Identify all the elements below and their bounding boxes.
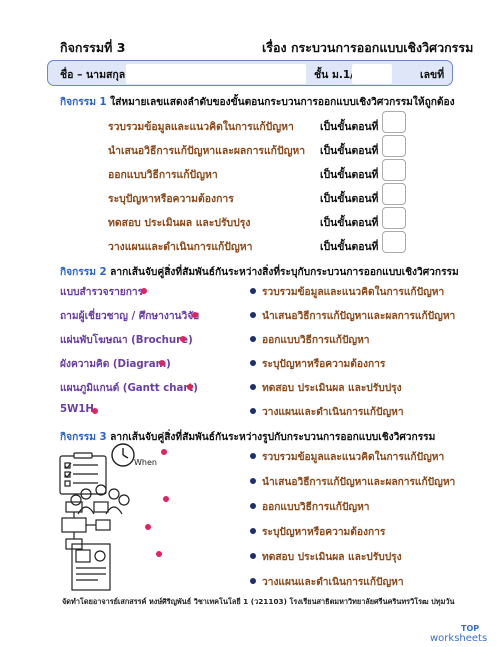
a2-left-2: ถามผู้เชี่ยวชาญ / ศึกษางานวิจัย	[60, 311, 200, 322]
activity3-title: กิจกรรม 3 ลากเส้นจับคู่สิ่งที่สัมพันธ์กั…	[60, 429, 435, 445]
name-bar: ชื่อ – นามสกุล ชั้น ม.1/ เลขที่	[47, 60, 453, 86]
a1-answer-box-1[interactable]	[382, 111, 406, 133]
activity3-illustrations	[59, 443, 135, 591]
a3-right-dot-5[interactable]	[250, 553, 256, 559]
a3-left-dot-1[interactable]	[161, 449, 167, 455]
flowchart-icon	[61, 501, 111, 550]
a1-step-label-5: เป็นขั้นตอนที่	[320, 217, 379, 229]
class-field[interactable]	[352, 64, 392, 84]
a1-step-4: ระบุปัญหาหรือความต้องการ	[108, 193, 234, 205]
a3-right-1: รวบรวมข้อมูลและแนวคิดในการแก้ปัญหา	[262, 452, 445, 463]
a3-right-5: ทดสอบ ประเมินผล และปรับปรุง	[262, 552, 402, 563]
a1-step-5: ทดสอบ ประเมินผล และปรับปรุง	[108, 217, 251, 229]
a1-answer-box-6[interactable]	[382, 231, 406, 253]
a3-left-dot-3[interactable]	[145, 524, 151, 530]
a1-answer-box-5[interactable]	[382, 207, 406, 229]
checklist-clipboard-icon	[59, 452, 107, 495]
activity1-text: ใส่หมายเลขแสดงลำดับของขั้นตอนกระบวนการออ…	[106, 97, 455, 108]
a1-step-3: ออกแบบวิธีการแก้ปัญหา	[108, 169, 218, 181]
activity3-num: กิจกรรม 3	[60, 432, 107, 443]
a2-left-3: แผ่นพับโฆษณา (Brochure)	[60, 335, 193, 346]
a3-right-dot-2[interactable]	[250, 478, 256, 484]
a3-right-dot-4[interactable]	[250, 528, 256, 534]
a3-left-dot-4[interactable]	[156, 551, 162, 557]
activity1-title: กิจกรรม 1 ใส่หมายเลขแสดงลำดับของขั้นตอนก…	[60, 94, 455, 110]
a2-left-1: แบบสำรวจรายการ	[60, 287, 144, 298]
a2-left-dot-1[interactable]	[141, 288, 147, 294]
a2-left-5: แผนภูมิแกนต์ (Gantt chart)	[60, 383, 198, 394]
a2-right-1: รวบรวมข้อมูลและแนวคิดในการแก้ปัญหา	[262, 287, 445, 298]
a2-right-3: ออกแบบวิธีการแก้ปัญหา	[262, 335, 370, 346]
a1-step-label-3: เป็นขั้นตอนที่	[320, 169, 379, 181]
name-label: ชื่อ – นามสกุล	[60, 69, 126, 81]
activity2-num: กิจกรรม 2	[60, 267, 107, 278]
activity1-num: กิจกรรม 1	[60, 97, 107, 108]
a2-left-dot-3[interactable]	[180, 336, 186, 342]
a1-step-label-6: เป็นขั้นตอนที่	[320, 241, 379, 253]
clock-icon	[111, 443, 135, 467]
a2-right-dot-4[interactable]	[250, 360, 256, 366]
a3-right-dot-3[interactable]	[250, 503, 256, 509]
a2-left-6: 5W1H	[60, 404, 94, 415]
number-label: เลขที่	[420, 69, 445, 81]
a2-left-dot-6[interactable]	[92, 408, 98, 414]
a1-step-label-1: เป็นขั้นตอนที่	[320, 121, 379, 133]
a2-right-dot-1[interactable]	[250, 288, 256, 294]
activity3-text: ลากเส้นจับคู่สิ่งที่สัมพันธ์กันระหว่างรู…	[106, 432, 436, 443]
a1-step-label-4: เป็นขั้นตอนที่	[320, 193, 379, 205]
a2-right-5: ทดสอบ ประเมินผล และปรับปรุง	[262, 383, 402, 394]
class-label: ชั้น ม.1/	[314, 69, 355, 81]
a3-right-2: นำเสนอวิธีการแก้ปัญหาและผลการแก้ปัญหา	[262, 477, 456, 488]
logo-worksheets: worksheets	[430, 633, 488, 644]
a2-right-6: วางแผนและดำเนินการแก้ปัญหา	[262, 407, 404, 418]
a3-right-4: ระบุปัญหาหรือความต้องการ	[262, 527, 386, 538]
a1-step-label-2: เป็นขั้นตอนที่	[320, 145, 379, 157]
a3-right-dot-6[interactable]	[250, 578, 256, 584]
logo-top: TOP	[461, 624, 480, 633]
worksheet-title: เรื่อง กระบวนการออกแบบเชิงวิศวกรรม	[262, 40, 474, 55]
a2-right-4: ระบุปัญหาหรือความต้องการ	[262, 359, 386, 370]
activity-number: กิจกรรมที่ 3	[60, 40, 126, 55]
activity2-text: ลากเส้นจับคู่สิ่งที่สัมพันธ์กันระหว่างสิ…	[106, 267, 459, 278]
a2-right-dot-6[interactable]	[250, 408, 256, 414]
a2-right-dot-5[interactable]	[250, 384, 256, 390]
a2-left-dot-4[interactable]	[159, 360, 165, 366]
a2-left-dot-2[interactable]	[192, 312, 198, 318]
activity2-title: กิจกรรม 2 ลากเส้นจับคู่สิ่งที่สัมพันธ์กั…	[60, 264, 459, 280]
a3-right-6: วางแผนและดำเนินการแก้ปัญหา	[262, 577, 404, 588]
meeting-people-icon	[70, 484, 130, 515]
a3-right-3: ออกแบบวิธีการแก้ปัญหา	[262, 502, 370, 513]
name-field[interactable]	[126, 64, 306, 84]
a3-right-dot-1[interactable]	[250, 453, 256, 459]
a1-step-2: นำเสนอวิธีการแก้ปัญหาและผลการแก้ปัญหา	[108, 145, 306, 157]
a2-right-dot-3[interactable]	[250, 336, 256, 342]
a2-left-dot-5[interactable]	[187, 384, 193, 390]
a2-right-2: นำเสนอวิธีการแก้ปัญหาและผลการแก้ปัญหา	[262, 311, 456, 322]
a1-step-6: วางแผนและดำเนินการแก้ปัญหา	[108, 241, 253, 253]
clock-caption: When	[134, 458, 157, 467]
a1-answer-box-4[interactable]	[382, 183, 406, 205]
a1-answer-box-2[interactable]	[382, 135, 406, 157]
a3-left-dot-2[interactable]	[163, 496, 169, 502]
footer-credit: จัดทำโดยอาจารย์เสกสรรค์ หงษ์ศิริญพันธ์ ว…	[62, 597, 455, 606]
a1-answer-box-3[interactable]	[382, 159, 406, 181]
a2-left-4: ผังความคิด (Diagram)	[60, 359, 171, 370]
a2-right-dot-2[interactable]	[250, 312, 256, 318]
brochure-document-icon	[71, 543, 111, 591]
a1-step-1: รวบรวมข้อมูลและแนวคิดในการแก้ปัญหา	[108, 121, 294, 133]
